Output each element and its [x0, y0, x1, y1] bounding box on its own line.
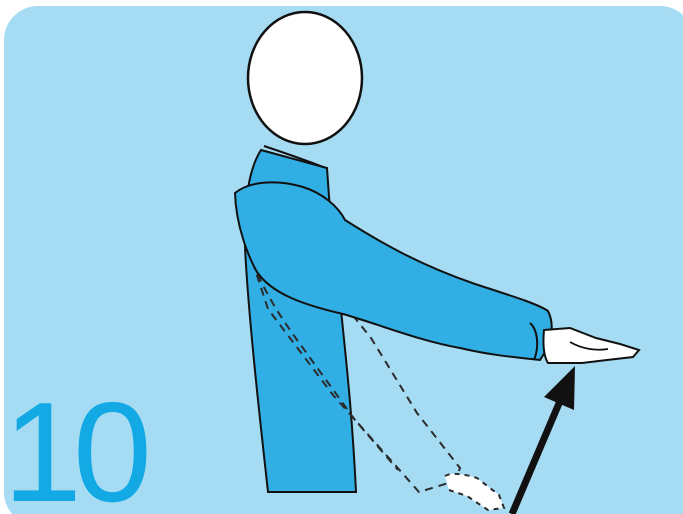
- head: [248, 12, 362, 144]
- arrow-up-right-icon: [512, 366, 575, 514]
- extended-hand: [543, 328, 639, 363]
- step-number: 10: [3, 382, 143, 514]
- resting-hand-dashed: [445, 474, 504, 510]
